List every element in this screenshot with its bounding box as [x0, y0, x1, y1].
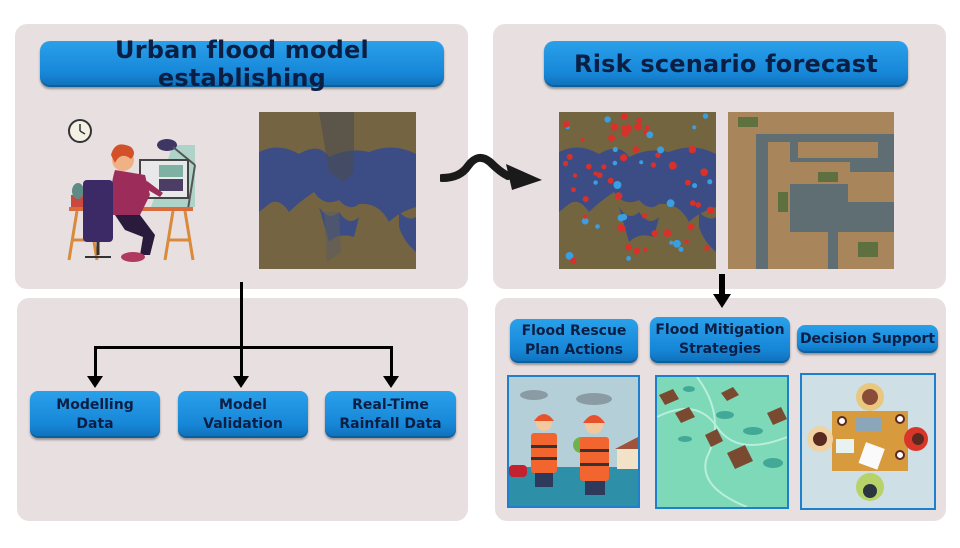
connector-forecast-down: [719, 274, 725, 296]
red-marker: [562, 120, 570, 128]
arrow-down-icon: [713, 294, 731, 308]
red-marker: [610, 123, 619, 131]
red-marker: [642, 247, 648, 253]
red-marker: [636, 117, 642, 124]
red-marker: [601, 164, 607, 170]
blue-marker: [707, 179, 713, 185]
meeting-table-illustration: [800, 373, 936, 510]
blue-marker: [639, 160, 644, 165]
red-marker: [582, 214, 588, 219]
red-marker: [608, 134, 616, 142]
red-marker: [700, 168, 709, 177]
red-marker: [625, 244, 632, 251]
red-marker: [695, 202, 701, 208]
red-marker: [645, 125, 650, 131]
box-model-validation: Model Validation: [178, 391, 308, 438]
red-marker: [621, 125, 627, 131]
red-marker: [607, 177, 614, 184]
blue-marker: [692, 125, 697, 130]
red-marker: [582, 196, 589, 203]
arrow-down-icon: [233, 376, 249, 388]
blue-marker: [702, 113, 709, 119]
red-marker: [621, 129, 629, 137]
curved-arrow-icon: [440, 148, 545, 193]
connector-left-drop: [94, 346, 97, 378]
red-marker: [684, 239, 689, 244]
red-marker: [614, 192, 623, 200]
blue-marker: [593, 180, 598, 185]
blue-marker: [678, 246, 684, 252]
blue-marker: [612, 160, 618, 166]
connector-trunk: [240, 282, 243, 380]
blue-marker: [666, 199, 675, 208]
blue-marker: [692, 183, 698, 189]
red-marker: [689, 200, 696, 206]
red-marker: [571, 187, 576, 193]
rescue-workers-illustration: [507, 375, 640, 508]
red-marker: [704, 245, 710, 251]
red-marker: [620, 154, 628, 162]
red-marker: [580, 137, 585, 142]
blue-marker: [673, 239, 681, 248]
title-urban-flood-model: Urban flood model establishing: [40, 36, 444, 92]
red-marker: [650, 162, 657, 168]
blue-marker: [565, 252, 574, 260]
blue-marker: [657, 146, 665, 154]
blue-marker: [646, 131, 654, 139]
blue-marker: [617, 214, 625, 222]
blue-marker: [595, 224, 600, 229]
red-marker: [586, 163, 592, 170]
title-risk-scenario-forecast: Risk scenario forecast: [544, 41, 908, 87]
red-marker: [651, 230, 659, 237]
red-marker: [641, 213, 648, 219]
red-marker: [572, 173, 578, 178]
person-at-desk-illustration: [55, 115, 205, 265]
flood-map-satellite-image: [259, 112, 416, 269]
red-marker: [617, 224, 625, 232]
blue-marker: [613, 181, 622, 189]
red-marker: [655, 152, 661, 158]
connector-right-drop: [390, 346, 393, 378]
box-modelling-data: Modelling Data: [30, 391, 160, 438]
red-marker: [620, 112, 628, 120]
arrow-down-icon: [383, 376, 399, 388]
red-marker: [687, 223, 695, 231]
red-marker: [570, 257, 577, 264]
red-marker: [634, 123, 642, 131]
flooded-city-aerial-image: [728, 112, 894, 269]
blue-marker: [669, 240, 674, 245]
box-flood-mitigation-strategies: Flood Mitigation Strategies: [650, 317, 790, 363]
blue-marker: [581, 217, 589, 225]
connector-horizontal: [94, 346, 393, 349]
red-marker: [684, 179, 691, 186]
red-marker: [668, 161, 677, 170]
arrow-down-icon: [87, 376, 103, 388]
flooded-houses-illustration: [655, 375, 789, 509]
blue-marker: [612, 146, 618, 153]
red-marker: [566, 153, 573, 160]
red-marker: [633, 247, 641, 255]
box-real-time-rainfall-data: Real-Time Rainfall Data: [325, 391, 456, 438]
red-marker: [663, 229, 672, 237]
risk-map-with-markers-image: [559, 112, 716, 269]
red-marker: [596, 172, 603, 179]
red-marker: [706, 206, 715, 214]
box-decision-support: Decision Support: [797, 325, 938, 353]
red-marker: [593, 171, 598, 176]
blue-marker: [604, 116, 611, 123]
red-marker: [632, 146, 640, 153]
box-flood-rescue-plan: Flood Rescue Plan Actions: [510, 319, 638, 363]
blue-marker: [626, 256, 631, 261]
red-marker: [562, 160, 569, 167]
red-marker: [688, 145, 697, 154]
